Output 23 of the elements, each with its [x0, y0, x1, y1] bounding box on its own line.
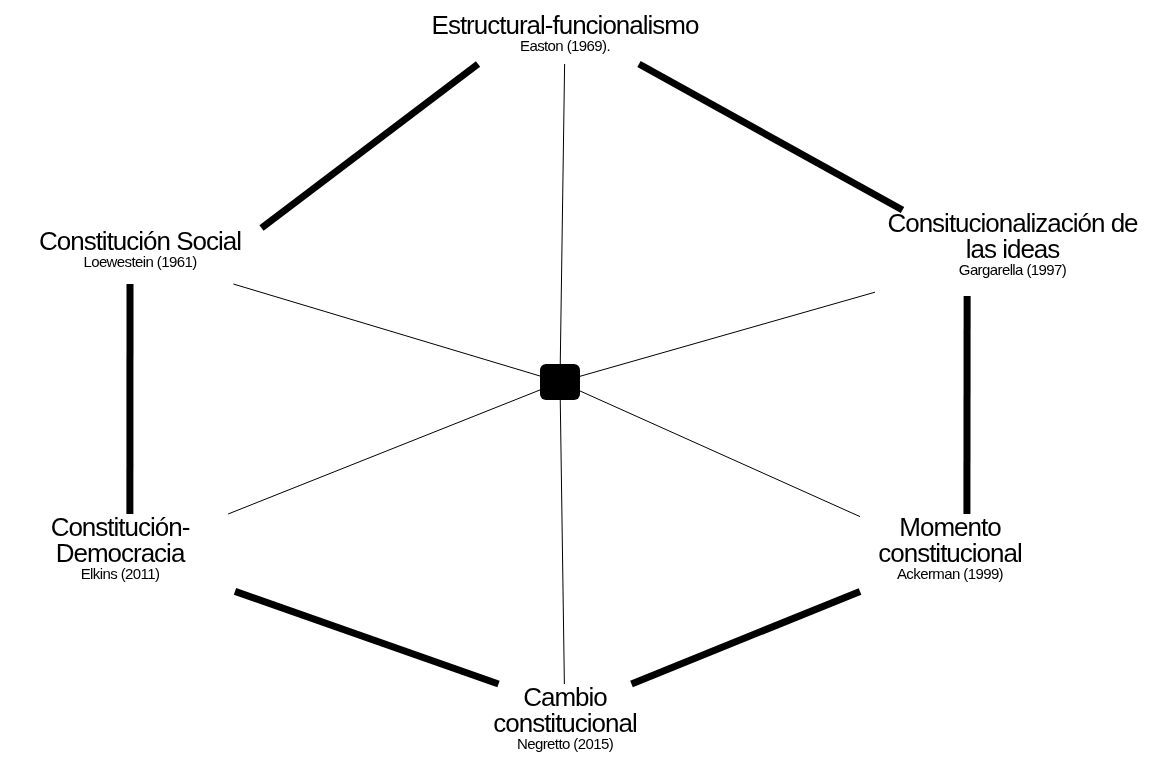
- spoke-line: [579, 291, 876, 377]
- hexagon-side: [637, 60, 905, 214]
- author-citation: Loewestein (1961): [82, 254, 198, 270]
- concept-title: Constitución Social: [37, 228, 243, 254]
- concept-title: Constitución-Democracia: [49, 514, 191, 566]
- spoke-line: [559, 63, 566, 365]
- spoke-line: [579, 390, 861, 518]
- spoke-line: [232, 283, 541, 377]
- center-square: [540, 364, 580, 400]
- concept-title: Cambio constitucional: [492, 684, 638, 736]
- author-citation: Elkins (2011): [79, 566, 161, 582]
- author-citation: Easton (1969).: [519, 38, 611, 54]
- hexagon-side: [259, 61, 481, 231]
- concept-title: Momento constitucional: [877, 514, 1023, 566]
- hexagon-side: [630, 588, 862, 688]
- concept-title: Estructural-funcionalismo: [430, 12, 700, 38]
- concept-title: Consitucionalización de las ideas: [886, 210, 1139, 262]
- author-citation: Negretto (2015): [515, 736, 615, 752]
- spoke-line: [227, 389, 541, 515]
- author-citation: Ackerman (1999): [895, 566, 1005, 582]
- author-citation: Gargarella (1997): [957, 262, 1068, 278]
- hexagon-side: [233, 588, 500, 688]
- spoke-line: [559, 399, 565, 685]
